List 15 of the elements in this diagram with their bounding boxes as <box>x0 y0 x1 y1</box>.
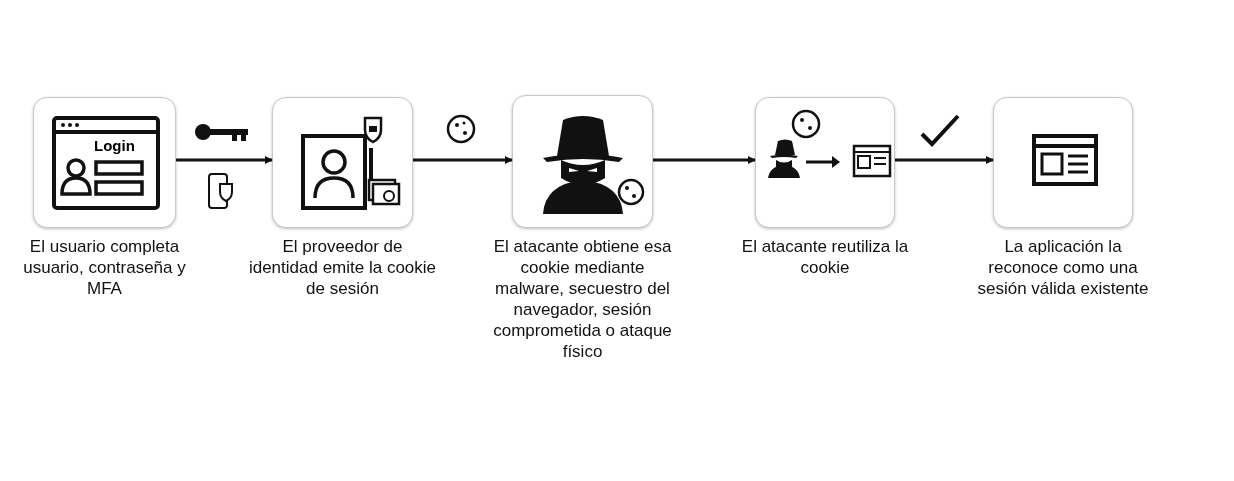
arrow <box>653 156 756 164</box>
step-card <box>33 97 176 228</box>
step-card <box>993 97 1133 228</box>
screen-heading: Login <box>94 137 135 154</box>
step-caption: El atacante reutiliza la cookie <box>740 236 910 278</box>
step-caption: El atacante obtiene esa cookie mediante malware, secuestro del navegador, sesión comprometida o ataque físico <box>492 236 673 362</box>
arrow <box>895 156 994 164</box>
step-caption: La aplicación la reconoce como una sesión válida existente <box>976 236 1150 299</box>
step-card <box>512 95 653 228</box>
arrow <box>413 156 513 164</box>
step-card <box>272 97 413 228</box>
arrow <box>176 156 273 164</box>
step-caption: El usuario completa usuario, contraseña y MFA <box>22 236 187 299</box>
step-card <box>755 97 895 228</box>
step-caption: El proveedor de identidad emite la cookie de sesión <box>247 236 438 299</box>
